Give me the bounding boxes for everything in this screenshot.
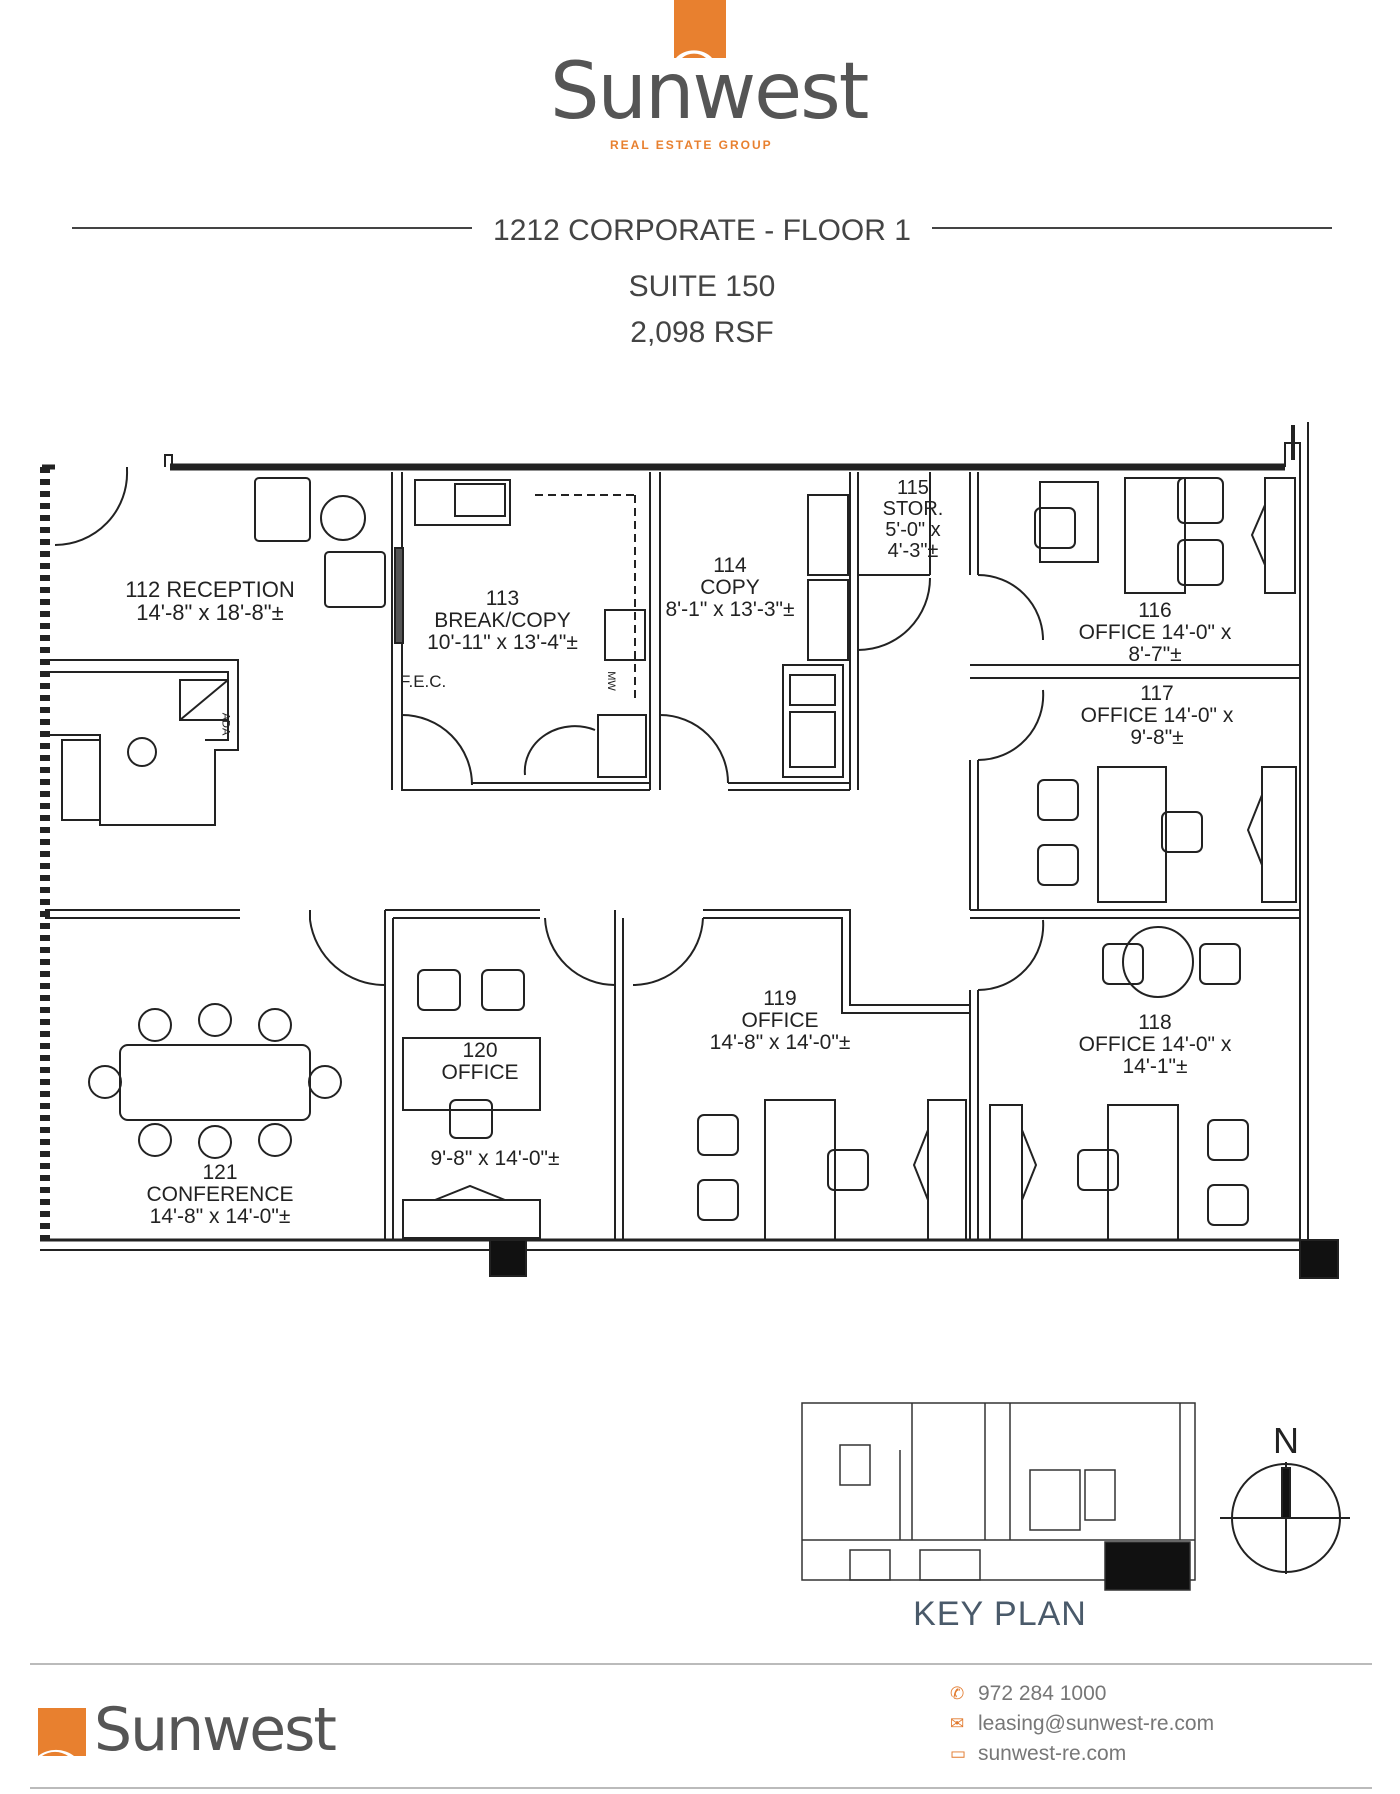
- room-114-number: 114: [713, 554, 747, 577]
- ada-label: ADA: [219, 712, 232, 736]
- reception-desk: [45, 659, 239, 826]
- room-120-number: 120: [462, 1039, 498, 1062]
- reception-door: [54, 469, 129, 547]
- website-link[interactable]: sunwest-re.com: [978, 1742, 1127, 1765]
- room-113-dims: 10'-11" x 13'-4"±: [427, 631, 578, 655]
- email-link[interactable]: leasing@sunwest-re.com: [978, 1712, 1215, 1735]
- column-top-left: [164, 454, 173, 467]
- room-121-dims: 14'-8" x 14'-0"±: [149, 1205, 291, 1229]
- room-116-dims: 8'-7"±: [1128, 643, 1182, 667]
- room-120-name: OFFICE: [441, 1061, 519, 1085]
- room-114-label: 114 COPY 8'-1" x 13'-3"±: [655, 554, 805, 622]
- room-116-name: OFFICE 14'-0" x: [1078, 621, 1232, 645]
- room-114-dims: 8'-1" x 13'-3"±: [665, 598, 795, 622]
- room-119-name: OFFICE: [741, 1009, 819, 1033]
- room-121-label: 121 CONFERENCE 14'-8" x 14'-0"±: [130, 1161, 310, 1229]
- phone-icon: ✆: [950, 1684, 965, 1703]
- phone-text: 972 284 1000: [978, 1682, 1107, 1705]
- mw-label: MW: [604, 671, 617, 691]
- room-116-number: 116: [1138, 599, 1172, 622]
- room-117-label: 117 OFFICE 14'-0" x 9'-8"±: [1062, 682, 1252, 750]
- footer-website[interactable]: ▭ sunwest-re.com: [950, 1742, 1126, 1766]
- room-113-number: 113: [485, 587, 520, 610]
- room-114-name: COPY: [700, 576, 760, 600]
- room-121-number: 121: [202, 1161, 238, 1184]
- room-115-name: STOR.: [882, 498, 944, 520]
- header-logo: Sunwest REAL ESTATE GROUP: [540, 0, 869, 160]
- room-117-number: 117: [1140, 682, 1174, 705]
- logo-wordmark: Sunwest: [550, 47, 869, 137]
- footer-wordmark: Sunwest: [94, 1695, 337, 1765]
- envelope-icon: ✉: [950, 1714, 965, 1733]
- room-112-label: 112 RECEPTION 14'-8" x 18'-8"±: [120, 578, 300, 624]
- conference-table: [119, 1044, 311, 1121]
- north-arrow-icon: [1220, 1462, 1350, 1574]
- room-118-label: 118 OFFICE 14'-0" x 14'-1"±: [1060, 1011, 1250, 1079]
- title-rule-right: [932, 227, 1332, 229]
- room-117-dims: 9'-8"±: [1130, 726, 1184, 750]
- key-plan-label: KEY PLAN: [913, 1595, 1087, 1633]
- logo-mark-icon: [668, 0, 732, 60]
- room-112-name: 112 RECEPTION: [125, 577, 295, 602]
- fec-label: F.E.C.: [400, 672, 447, 691]
- conference-chairs: [88, 1003, 342, 1159]
- room-117-name: OFFICE 14'-0" x: [1080, 704, 1234, 728]
- room-119-label: 119 OFFICE 14'-8" x 14'-0"±: [690, 987, 870, 1055]
- footer-phone: ✆ 972 284 1000: [950, 1682, 1106, 1706]
- room-115-number: 115: [897, 477, 929, 499]
- room-120-dims: 9'-8" x 14'-0"±: [430, 1147, 560, 1170]
- title-rule-left: [72, 227, 472, 229]
- room-119-dims: 14'-8" x 14'-0"±: [709, 1031, 851, 1055]
- room-116-label: 116 OFFICE 14'-0" x 8'-7"±: [1060, 599, 1250, 667]
- room-115-dims1: 5'-0" x: [885, 519, 941, 541]
- footer-email[interactable]: ✉ leasing@sunwest-re.com: [950, 1712, 1214, 1736]
- room-112-dims: 14'-8" x 18'-8"±: [136, 600, 284, 626]
- exterior-wall-right-top: [1284, 442, 1301, 1245]
- room-121-name: CONFERENCE: [146, 1183, 294, 1207]
- room-118-dims: 14'-1"±: [1122, 1055, 1188, 1079]
- room-118-number: 118: [1138, 1011, 1172, 1034]
- monitor-icon: ▭: [950, 1744, 967, 1763]
- area-title: 2,098 RSF: [630, 316, 774, 349]
- room-113-name: BREAK/COPY: [434, 609, 571, 633]
- north-label: N: [1273, 1420, 1299, 1461]
- footer-logo-mark-icon: [38, 1708, 86, 1756]
- building-title: 1212 CORPORATE - FLOOR 1: [493, 214, 911, 247]
- room-113-label: 113 BREAK/COPY 10'-11" x 13'-4"±: [410, 587, 595, 655]
- suite-title: SUITE 150: [628, 270, 776, 303]
- column-bottom-2: [1299, 1239, 1339, 1279]
- key-plan-drawing: [801, 1402, 1196, 1591]
- room-120-label: 120 OFFICE: [420, 1039, 540, 1085]
- logo-tagline: REAL ESTATE GROUP: [610, 138, 773, 152]
- room-115-dims2: 4'-3"±: [887, 540, 939, 562]
- room-115-label: 115 STOR. 5'-0" x 4'-3"±: [868, 478, 958, 562]
- column-bottom-1: [489, 1239, 527, 1277]
- room-119-number: 119: [763, 987, 797, 1010]
- room-118-name: OFFICE 14'-0" x: [1078, 1033, 1232, 1057]
